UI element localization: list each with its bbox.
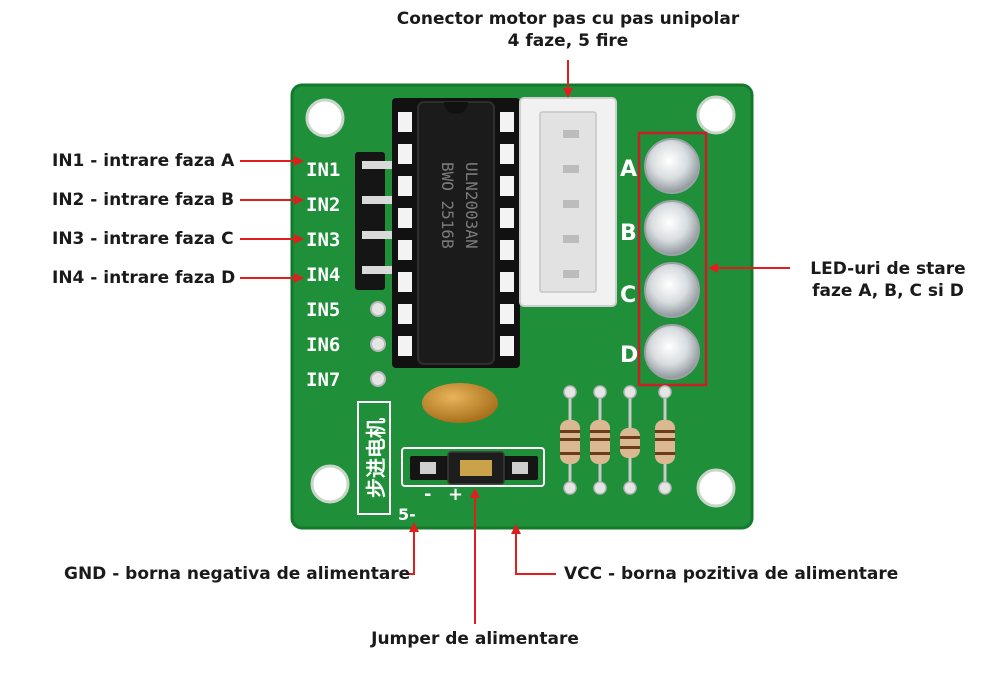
led-a <box>644 138 700 194</box>
callout-in1: IN1 - intrare faza A <box>52 151 235 171</box>
phase-labels: A B C D <box>620 157 638 368</box>
callout-gnd: GND - borna negativa de alimentare <box>64 564 411 584</box>
phase-label-b: B <box>620 221 637 246</box>
callout-jumper: Jumper de alimentare <box>371 629 579 649</box>
mounting-hole-bottom-left <box>310 464 350 504</box>
callout-vcc: VCC - borna pozitiva de alimentare <box>564 564 899 584</box>
mounting-hole-top-left <box>305 98 345 138</box>
resistors <box>560 385 675 495</box>
mounting-hole-top-right <box>696 95 736 135</box>
in1-pcb-label: IN1 <box>306 159 340 181</box>
in6-pcb-label: IN6 <box>306 334 340 356</box>
callout-leds: LED-uri de stare faze A, B, C si D <box>792 258 984 302</box>
callout-in2: IN2 - intrare faza B <box>52 190 235 210</box>
phase-label-d: D <box>620 343 638 368</box>
callout-in3: IN3 - intrare faza C <box>52 229 234 249</box>
in7-pcb-label: IN7 <box>306 369 340 391</box>
silkscreen-label: 步进电机 <box>357 401 391 515</box>
callout-motor-connector-line1: Conector motor pas cu pas unipolar <box>396 9 740 29</box>
phase-label-a: A <box>620 157 637 182</box>
callout-motor-connector: Conector motor pas cu pas unipolar 4 faz… <box>330 8 806 52</box>
power-mark-minus: - <box>424 484 431 505</box>
power-jumper <box>401 447 545 487</box>
motor-connector <box>519 97 617 307</box>
power-mark-five: 5- <box>398 505 416 524</box>
callout-leds-line2: faze A, B, C si D <box>812 281 964 301</box>
status-leds <box>637 131 708 387</box>
arrow-vcc <box>511 524 556 575</box>
callout-arrows <box>240 60 790 624</box>
in4-pcb-label: IN4 <box>306 264 340 286</box>
chip-text-lot: BWO 2516B <box>438 162 457 249</box>
phase-label-c: C <box>620 283 636 308</box>
tantalum-capacitor <box>422 383 498 423</box>
callout-leds-line1: LED-uri de stare <box>810 259 966 279</box>
silkscreen-text: 步进电机 <box>364 418 388 498</box>
input-header <box>355 152 396 387</box>
chip-text-part-number: ULN2003AN <box>462 162 481 249</box>
input-labels: IN1 IN2 IN3 IN4 IN5 IN6 IN7 <box>306 159 340 391</box>
mounting-hole-bottom-right <box>696 468 736 508</box>
callout-in4: IN4 - intrare faza D <box>52 268 236 288</box>
led-c <box>644 262 700 318</box>
arrow-gnd <box>404 522 419 575</box>
uln2003-chip: ULN2003AN BWO 2516B <box>392 98 520 368</box>
in3-pcb-label: IN3 <box>306 229 340 251</box>
in2-pcb-label: IN2 <box>306 194 340 216</box>
callout-motor-connector-line2: 4 faze, 5 fire <box>507 31 629 51</box>
led-d <box>644 324 700 380</box>
in5-pcb-label: IN5 <box>306 299 340 321</box>
power-mark-plus: + <box>448 484 463 505</box>
power-marks: 5- - + <box>398 484 463 524</box>
led-highlight-box <box>637 131 708 387</box>
led-b <box>644 200 700 256</box>
